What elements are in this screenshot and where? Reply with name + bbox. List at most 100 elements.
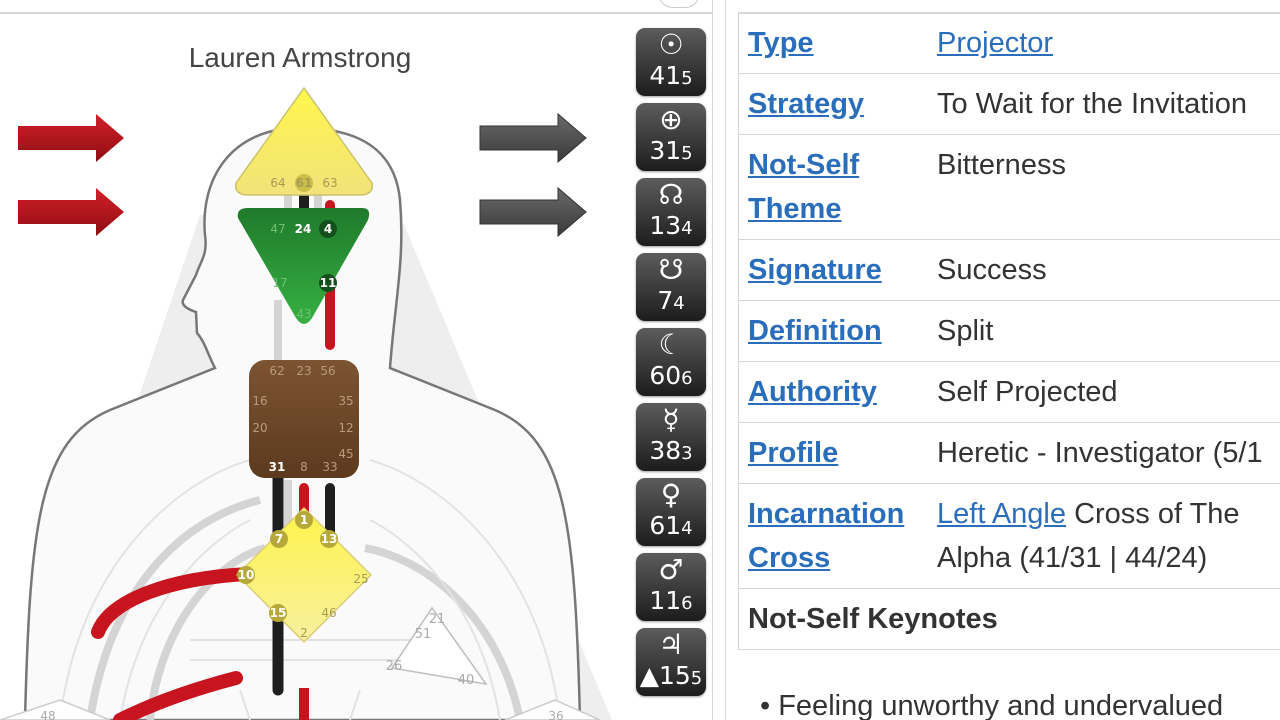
gate-label: 31 [269, 460, 286, 474]
gate-label: 16 [252, 394, 267, 408]
gate-label: 62 [269, 364, 284, 378]
cross-label-line1: Incarnation [748, 498, 905, 530]
cross-label-line2: Cross [748, 542, 831, 574]
planet-gate: 74 [657, 286, 685, 315]
planet-gate: ▲155 [639, 661, 703, 690]
properties-panel: Type Projector Strategy To Wait for the … [738, 0, 1280, 720]
panel-splitter[interactable] [712, 0, 1259, 720]
personality-arrow-bottom [479, 186, 587, 238]
planet-gate: 614 [649, 511, 693, 540]
planet-line: 5 [690, 668, 703, 689]
authority-link[interactable]: Authority [748, 376, 877, 408]
not-self-value: Bitterness [928, 134, 1280, 240]
channel-10-20 [91, 567, 255, 639]
gate-label: 17 [272, 276, 287, 290]
keynote-text: Feeling unworthy and undervalued [778, 690, 1224, 720]
gate-label: 47 [270, 222, 285, 236]
planet-gate: 383 [649, 436, 693, 465]
venus-icon: ♀ [660, 478, 682, 511]
solar-plexus-center [504, 699, 601, 720]
planet-activation[interactable]: ♀614 [636, 478, 706, 546]
planet-activation[interactable]: ⊕315 [636, 103, 706, 171]
channel-10-57 [113, 671, 243, 720]
planet-activation[interactable]: ☋74 [636, 253, 706, 321]
keynote-list-item: • Feeling unworthy and undervalued [760, 690, 1224, 720]
planet-gate: 415 [649, 61, 693, 90]
definition-value: Split [928, 300, 1280, 362]
gate-label: 63 [322, 176, 337, 190]
gate-label: 61 [296, 176, 313, 190]
gate-label: 45 [338, 447, 353, 461]
gate-label: 36 [548, 709, 563, 720]
planet-line: 5 [681, 68, 693, 89]
gate-label: 21 [429, 612, 446, 627]
planet-line: 3 [681, 443, 693, 464]
gate-label: 11 [320, 276, 337, 290]
personality-arrow-top [479, 112, 587, 164]
planet-line: 4 [681, 518, 693, 539]
gate-label: 20 [252, 421, 267, 435]
profile-link[interactable]: Profile [748, 437, 839, 469]
definition-link[interactable]: Definition [748, 315, 882, 347]
gate-label: 26 [386, 659, 403, 674]
signature-link[interactable]: Signature [748, 254, 882, 286]
throat-center [249, 360, 359, 478]
design-arrow-top [18, 114, 124, 162]
row-strategy: Strategy To Wait for the Invitation [738, 73, 1280, 135]
row-not-self-keynotes: Not-Self Keynotes [738, 588, 1280, 650]
jupiter-icon: ♃ [658, 628, 684, 661]
type-link[interactable]: Type [748, 27, 814, 59]
gate-activation-dot [295, 174, 313, 192]
gate-label: 13 [321, 532, 338, 546]
design-arrow-bottom [18, 188, 124, 236]
ego-center [390, 606, 488, 686]
gate-label: 35 [338, 394, 353, 408]
row-definition: Definition Split [738, 300, 1280, 362]
planet-activation[interactable]: ☾606 [636, 328, 706, 396]
panel-top-border [0, 12, 712, 14]
planet-line: 4 [681, 218, 693, 239]
gate-label: 4 [324, 222, 332, 236]
gate-label: 24 [295, 222, 312, 236]
bodygraph-panel: Lauren Armstrong [0, 0, 712, 720]
row-type: Type Projector [738, 13, 1280, 74]
row-signature: Signature Success [738, 239, 1280, 301]
planet-activation[interactable]: ♃▲155 [636, 628, 706, 696]
row-authority: Authority Self Projected [738, 361, 1280, 423]
gate-label: 33 [322, 460, 337, 474]
left-angle-link[interactable]: Left Angle [937, 498, 1066, 530]
properties-table: Type Projector Strategy To Wait for the … [738, 13, 1280, 650]
spleen-center [0, 699, 111, 720]
profile-value: Heretic - Investigator (5/1 [928, 422, 1280, 484]
gate-activation-dot [295, 511, 313, 529]
gate-activation-dot [237, 566, 255, 584]
planet-activation[interactable]: ☊134 [636, 178, 706, 246]
strategy-link[interactable]: Strategy [748, 88, 865, 120]
gate-label: 43 [296, 307, 311, 321]
type-value-link[interactable]: Projector [937, 27, 1054, 59]
gate-activation-dot [270, 530, 288, 548]
planet-activation[interactable]: ☿383 [636, 403, 706, 471]
planet-line: 6 [681, 368, 693, 389]
gate-label: 23 [296, 364, 311, 378]
planet-activation[interactable]: ☉415 [636, 28, 706, 96]
gate-label: 10 [238, 568, 255, 582]
not-self-label-line2: Theme [748, 193, 842, 225]
row-profile: Profile Heretic - Investigator (5/1 [738, 422, 1280, 484]
gate-label: 1 [300, 513, 308, 527]
chart-owner-name: Lauren Armstrong [188, 42, 412, 73]
earth-icon: ⊕ [659, 103, 683, 136]
mercury-icon: ☿ [662, 403, 680, 436]
planet-gate: 315 [649, 136, 693, 165]
planet-line: 6 [681, 593, 693, 614]
mars-icon: ♂ [658, 553, 684, 586]
gate-label: 40 [458, 673, 475, 688]
planet-gate: 134 [649, 211, 693, 240]
not-self-keynotes-heading: Not-Self Keynotes [738, 588, 1280, 650]
planet-activation[interactable]: ♂116 [636, 553, 706, 621]
gate-label: 7 [275, 532, 283, 546]
